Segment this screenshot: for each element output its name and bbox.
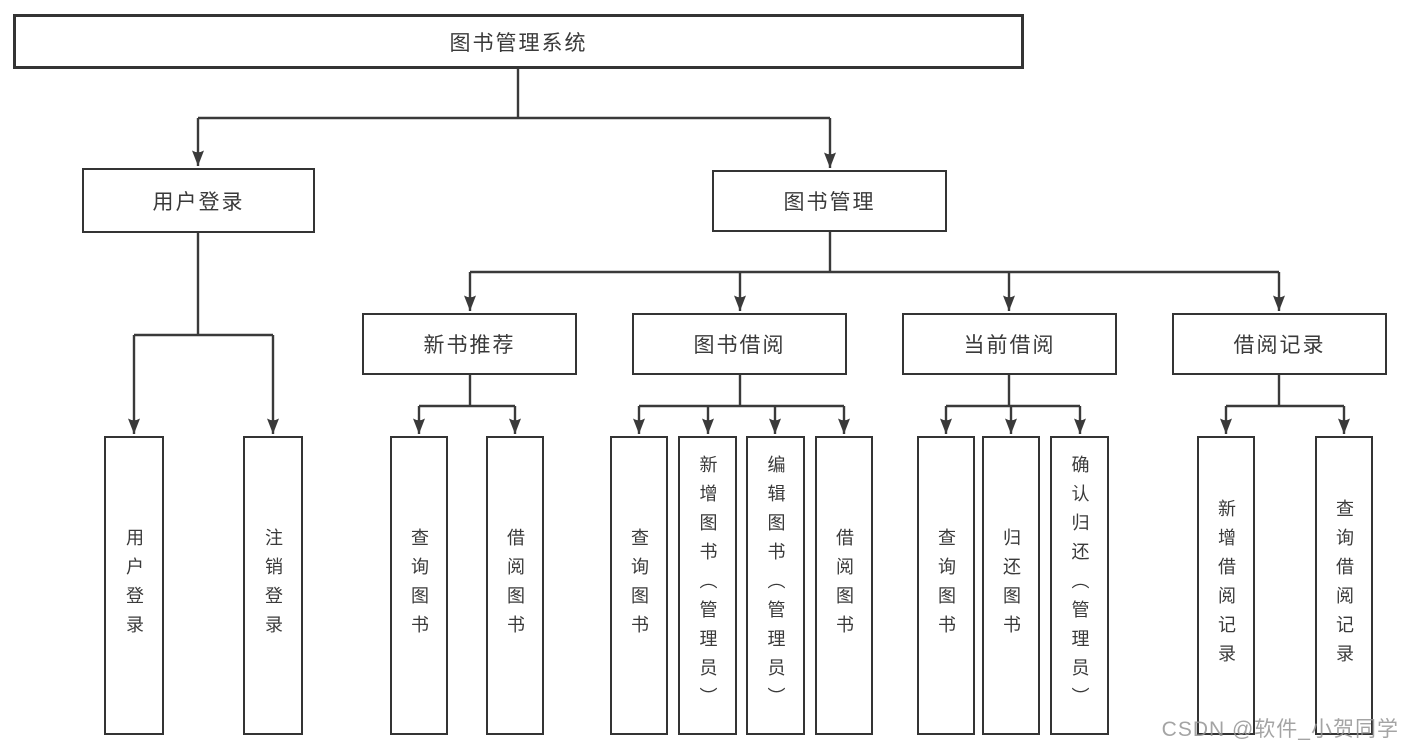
leaf-cb-query-books: 查询图书 xyxy=(917,436,975,735)
leaf-br-query-record: 查询借阅记录 xyxy=(1315,436,1373,735)
node-book-borrow: 图书借阅 xyxy=(632,313,847,375)
leaf-bb-edit-books-admin: 编辑图书（管理员） xyxy=(746,436,805,735)
node-library-management-system: 图书管理系统 xyxy=(13,14,1024,69)
leaf-cb-confirm-return-admin: 确认归还（管理员） xyxy=(1050,436,1109,735)
leaf-bb-add-books-admin: 新增图书（管理员） xyxy=(678,436,737,735)
leaf-cb-return-books: 归还图书 xyxy=(982,436,1040,735)
node-borrow-records: 借阅记录 xyxy=(1172,313,1387,375)
node-book-management: 图书管理 xyxy=(712,170,947,232)
leaf-nb-query-books: 查询图书 xyxy=(390,436,448,735)
leaf-bb-borrow-books: 借阅图书 xyxy=(815,436,873,735)
csdn-watermark: CSDN @软件_小贺同学 xyxy=(1161,718,1399,741)
node-current-borrow: 当前借阅 xyxy=(902,313,1117,375)
leaf-user-login: 用户登录 xyxy=(104,436,164,735)
leaf-bb-query-books: 查询图书 xyxy=(610,436,668,735)
leaf-logout: 注销登录 xyxy=(243,436,303,735)
leaf-nb-borrow-books: 借阅图书 xyxy=(486,436,544,735)
node-new-book-recommend: 新书推荐 xyxy=(362,313,577,375)
node-user-login: 用户登录 xyxy=(82,168,315,233)
leaf-br-add-record: 新增借阅记录 xyxy=(1197,436,1255,735)
